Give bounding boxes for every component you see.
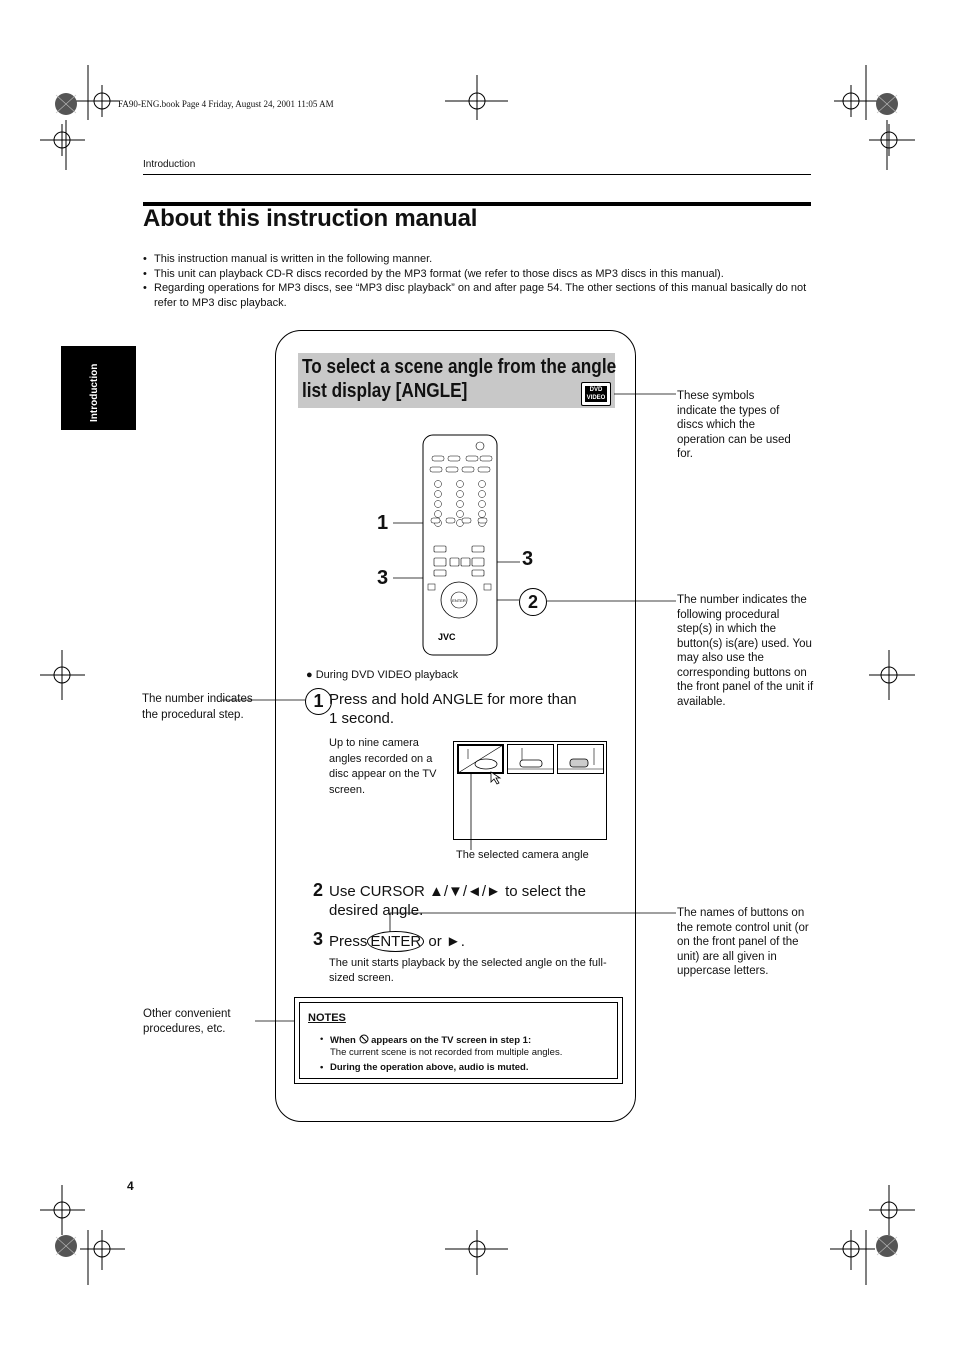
step-2-label: Use CURSOR ▲/▼/◄/► to select the desired… [329,883,586,919]
notes-heading: NOTES [308,1012,346,1024]
badge-line: VIDEO [586,395,606,401]
enter-button-ring: ENTER [367,931,425,952]
step-2-number: 2 [313,880,324,900]
intro-bullet: This unit can playback CD-R discs record… [143,267,813,282]
callout-symbols: These symbols indicate the types of disc… [677,390,791,460]
svg-text:ENTER: ENTER [452,598,466,603]
sample-page-frame [275,330,636,1122]
note-item: During the operation above, audio is mut… [320,1062,620,1074]
car-angle-1-icon [457,744,504,774]
dvd-video-badge: DVD VIDEO [581,382,611,406]
page-number: 4 [127,1179,134,1193]
header-rule [143,174,811,175]
car-angle-2-icon [508,748,553,770]
angles-description: Up to nine camera angles recorded on a d… [329,737,437,796]
sample-header: To select a scene angle from the angle l… [298,353,616,408]
remote-step-number: 3 [377,567,389,589]
remote-step-number: 3 [522,548,534,570]
step-1-text: Press and hold ANGLE for more than 1 sec… [329,690,629,728]
file-info: FA90-ENG.book Page 4 Friday, August 24, … [118,99,334,109]
notes-box: NOTES When appears on the TV screen in s… [294,997,623,1084]
notes-list: When appears on the TV screen in step 1:… [320,1034,620,1077]
tv-screen-illustration [453,741,607,840]
intro-bullet: Regarding operations for MP3 discs, see … [143,281,813,310]
callout-other-procedures: Other convenient procedures, etc. [143,1008,231,1035]
pointer-arrow-icon [490,771,502,785]
side-tab: Introduction [61,346,136,430]
intro-list: This instruction manual is written in th… [143,252,813,310]
step-3-description: The unit starts playback by the selected… [329,957,607,984]
during-playback-label: ● During DVD VIDEO playback [306,669,459,681]
step-3-press: Press [329,933,368,950]
note-1-bold: When [330,1035,356,1046]
angle-thumbnail [507,744,554,774]
badge-line: DVD [589,387,603,393]
car-angle-3-icon [558,748,603,770]
angle-thumbnail [557,744,604,774]
note-item: When appears on the TV screen in step 1:… [320,1034,620,1059]
title-bar [143,202,811,206]
step-1-label: Press and hold ANGLE for more than 1 sec… [329,691,577,727]
prohibited-icon [359,1034,368,1044]
remote-brand: JVC [438,632,456,642]
step-1-number: 1 [305,688,332,715]
callout-button-names: The names of buttons on the remote contr… [677,907,809,977]
step-2-text: Use CURSOR ▲/▼/◄/► to select the desired… [329,882,629,920]
callout-procedural-number: The number indicates the procedural step… [142,693,253,721]
remote-step-number: 1 [377,512,389,534]
during-playback-text: During DVD VIDEO playback [315,669,459,681]
angle-thumbnail [457,744,504,774]
note-1-bold-rest: appears on the TV screen in step 1: [371,1035,532,1046]
step-3-number: 3 [313,929,324,949]
section-label: Introduction [143,159,196,170]
note-1-text: The current scene is not recorded from m… [330,1047,563,1058]
remote-control-illustration: ENTER JVC [422,434,498,656]
selected-angle-label: The selected camera angle [456,849,589,861]
step-3-or: or ►. [428,933,465,950]
notes-inner-box: NOTES When appears on the TV screen in s… [299,1002,618,1079]
remote-step-number-circled: 2 [519,588,547,616]
intro-bullet: This instruction manual is written in th… [143,252,813,267]
page-title: About this instruction manual [143,205,478,232]
sample-title-line: list display [ANGLE] [302,380,468,402]
callout-steps: The number indicates the following proce… [677,594,814,708]
